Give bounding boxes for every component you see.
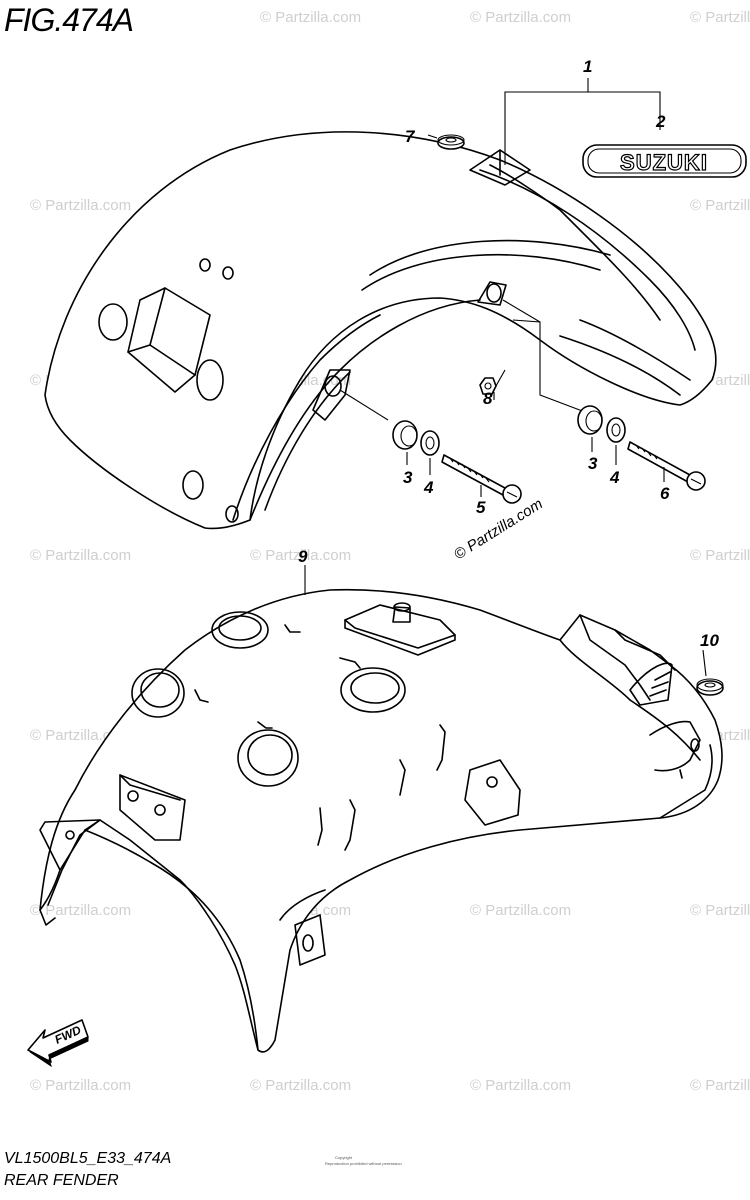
cushion-3-right [577, 405, 603, 435]
watermark: © Partzilla.com [470, 1077, 571, 1094]
callout-7: 7 [405, 127, 416, 146]
callout-6: 6 [660, 484, 670, 503]
grommet-10 [696, 649, 724, 696]
cushion-3-left [392, 420, 418, 450]
fine-print-line2: Reproduction prohibited without permissi… [325, 1161, 402, 1166]
callout-3: 3 [588, 454, 598, 473]
watermark: © Partzilla.com [470, 902, 571, 919]
callout-2: 2 [655, 112, 666, 131]
watermark: © Partzilla.com [30, 1077, 131, 1094]
watermark: © Partzilla.com [250, 1077, 351, 1094]
bolt-5 [441, 454, 522, 504]
copyright-note: © Partzilla.com [451, 495, 546, 563]
callout-3: 3 [403, 468, 413, 487]
watermark: © Partzilla.com [30, 902, 131, 919]
figure-title: FIG.474A [4, 2, 134, 38]
nut-8 [479, 377, 497, 395]
inner-fender-lower [39, 588, 723, 1053]
callout-1: 1 [583, 57, 592, 76]
callout-8: 8 [483, 389, 493, 408]
watermark: © Partzilla.com [250, 547, 351, 564]
figure-code: VL1500BL5_E33_474A [4, 1150, 172, 1167]
callout-9: 9 [298, 547, 308, 566]
callout-4: 4 [423, 478, 434, 497]
figure-name: REAR FENDER [4, 1172, 119, 1189]
washer-4-left [420, 430, 440, 456]
fine-print-line1: Copyright [335, 1155, 353, 1160]
callout-10: 10 [700, 631, 719, 650]
suzuki-emblem: SUZUKI [582, 144, 747, 178]
rear-fender-upper [44, 131, 717, 530]
watermark: © Partzilla.com [470, 9, 571, 26]
washer-4-right [606, 417, 626, 443]
emblem-text: SUZUKI [620, 150, 708, 175]
callout-5: 5 [476, 498, 486, 517]
watermark: © Partzilla.com [30, 547, 131, 564]
watermark: © Partzilla.com [690, 197, 750, 214]
bolt-6 [627, 441, 706, 491]
watermark: © Partzilla.com [690, 902, 750, 919]
watermark: © Partzilla.com [30, 197, 131, 214]
watermark: © Partzilla.com [690, 9, 750, 26]
fwd-arrow-icon: FWD [27, 1019, 89, 1068]
grommet-7 [427, 134, 465, 150]
callout-4: 4 [609, 468, 620, 487]
watermark: © Partzilla.com [690, 547, 750, 564]
watermark: © Partzilla.com [260, 9, 361, 26]
watermark: © Partzilla.com [690, 1077, 750, 1094]
